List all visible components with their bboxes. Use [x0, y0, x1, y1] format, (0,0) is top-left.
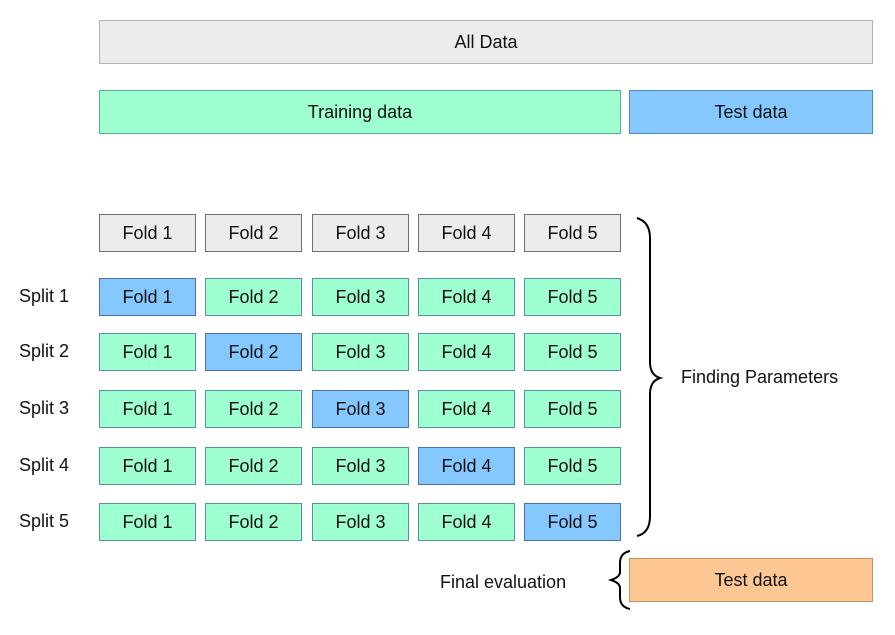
train-fold-box: Fold 5 — [524, 278, 621, 316]
fold-label: Fold 4 — [441, 455, 492, 476]
fold-label: Fold 3 — [335, 398, 386, 419]
fold-label: Fold 5 — [547, 511, 598, 532]
train-fold-box: Fold 4 — [418, 278, 515, 316]
train-fold-box: Fold 3 — [312, 278, 409, 316]
fold-label: Fold 3 — [335, 341, 386, 362]
test-data-label: Test data — [714, 101, 788, 122]
fold-label: Fold 3 — [335, 455, 386, 476]
fold-label: Fold 2 — [228, 511, 279, 532]
fold-header-label: Fold 3 — [335, 222, 386, 243]
fold-label: Fold 5 — [547, 286, 598, 307]
fold-header-label: Fold 5 — [547, 222, 598, 243]
split-label: Split 4 — [19, 455, 70, 475]
fold-label: Fold 4 — [441, 341, 492, 362]
fold-label: Fold 1 — [122, 398, 173, 419]
test-fold-box: Fold 5 — [524, 503, 621, 541]
train-fold-box: Fold 1 — [99, 390, 196, 428]
split-label: Split 3 — [19, 398, 70, 418]
train-fold-box: Fold 1 — [99, 503, 196, 541]
train-fold-box: Fold 1 — [99, 447, 196, 485]
fold-label: Fold 2 — [228, 286, 279, 307]
fold-header-label: Fold 2 — [228, 222, 279, 243]
fold-label: Fold 5 — [547, 341, 598, 362]
fold-label: Fold 1 — [122, 511, 173, 532]
fold-label: Fold 2 — [228, 398, 279, 419]
test-fold-box: Fold 4 — [418, 447, 515, 485]
fold-label: Fold 5 — [547, 455, 598, 476]
test-fold-box: Fold 1 — [99, 278, 196, 316]
fold-header-box: Fold 2 — [205, 214, 302, 252]
fold-label: Fold 4 — [441, 286, 492, 307]
test-fold-box: Fold 3 — [312, 390, 409, 428]
train-fold-box: Fold 2 — [205, 503, 302, 541]
fold-label: Fold 4 — [441, 398, 492, 419]
train-fold-box: Fold 4 — [418, 390, 515, 428]
training-data-label: Training data — [307, 101, 413, 122]
fold-label: Fold 1 — [122, 455, 173, 476]
test-data-box: Test data — [629, 90, 873, 134]
test-fold-box: Fold 2 — [205, 333, 302, 371]
finding-parameters-label: Finding Parameters — [681, 367, 839, 387]
all-data-label: All Data — [454, 31, 518, 52]
split-label: Split 2 — [19, 341, 70, 361]
fold-label: Fold 2 — [228, 341, 279, 362]
fold-label: Fold 2 — [228, 455, 279, 476]
fold-header-label: Fold 1 — [122, 222, 173, 243]
fold-label: Fold 4 — [441, 511, 492, 532]
all-data-box: All Data — [99, 20, 873, 64]
final-evaluation-label: Final evaluation — [440, 572, 567, 592]
fold-header-box: Fold 1 — [99, 214, 196, 252]
train-fold-box: Fold 3 — [312, 503, 409, 541]
fold-label: Fold 5 — [547, 398, 598, 419]
final-evaluation-brace — [607, 550, 631, 610]
fold-header-label: Fold 4 — [441, 222, 492, 243]
train-fold-box: Fold 3 — [312, 333, 409, 371]
finding-parameters-brace — [636, 217, 664, 537]
fold-header-box: Fold 4 — [418, 214, 515, 252]
split-label: Split 1 — [19, 286, 70, 306]
fold-label: Fold 1 — [122, 286, 173, 307]
train-fold-box: Fold 3 — [312, 447, 409, 485]
train-fold-box: Fold 4 — [418, 333, 515, 371]
split-label: Split 5 — [19, 511, 70, 531]
train-fold-box: Fold 4 — [418, 503, 515, 541]
final-test-data-box: Test data — [629, 558, 873, 602]
fold-label: Fold 3 — [335, 286, 386, 307]
fold-label: Fold 1 — [122, 341, 173, 362]
train-fold-box: Fold 5 — [524, 333, 621, 371]
fold-header-box: Fold 3 — [312, 214, 409, 252]
train-fold-box: Fold 5 — [524, 390, 621, 428]
final-test-data-label: Test data — [714, 569, 788, 590]
fold-label: Fold 3 — [335, 511, 386, 532]
fold-header-box: Fold 5 — [524, 214, 621, 252]
train-fold-box: Fold 5 — [524, 447, 621, 485]
training-data-box: Training data — [99, 90, 621, 134]
train-fold-box: Fold 1 — [99, 333, 196, 371]
train-fold-box: Fold 2 — [205, 447, 302, 485]
train-fold-box: Fold 2 — [205, 278, 302, 316]
train-fold-box: Fold 2 — [205, 390, 302, 428]
